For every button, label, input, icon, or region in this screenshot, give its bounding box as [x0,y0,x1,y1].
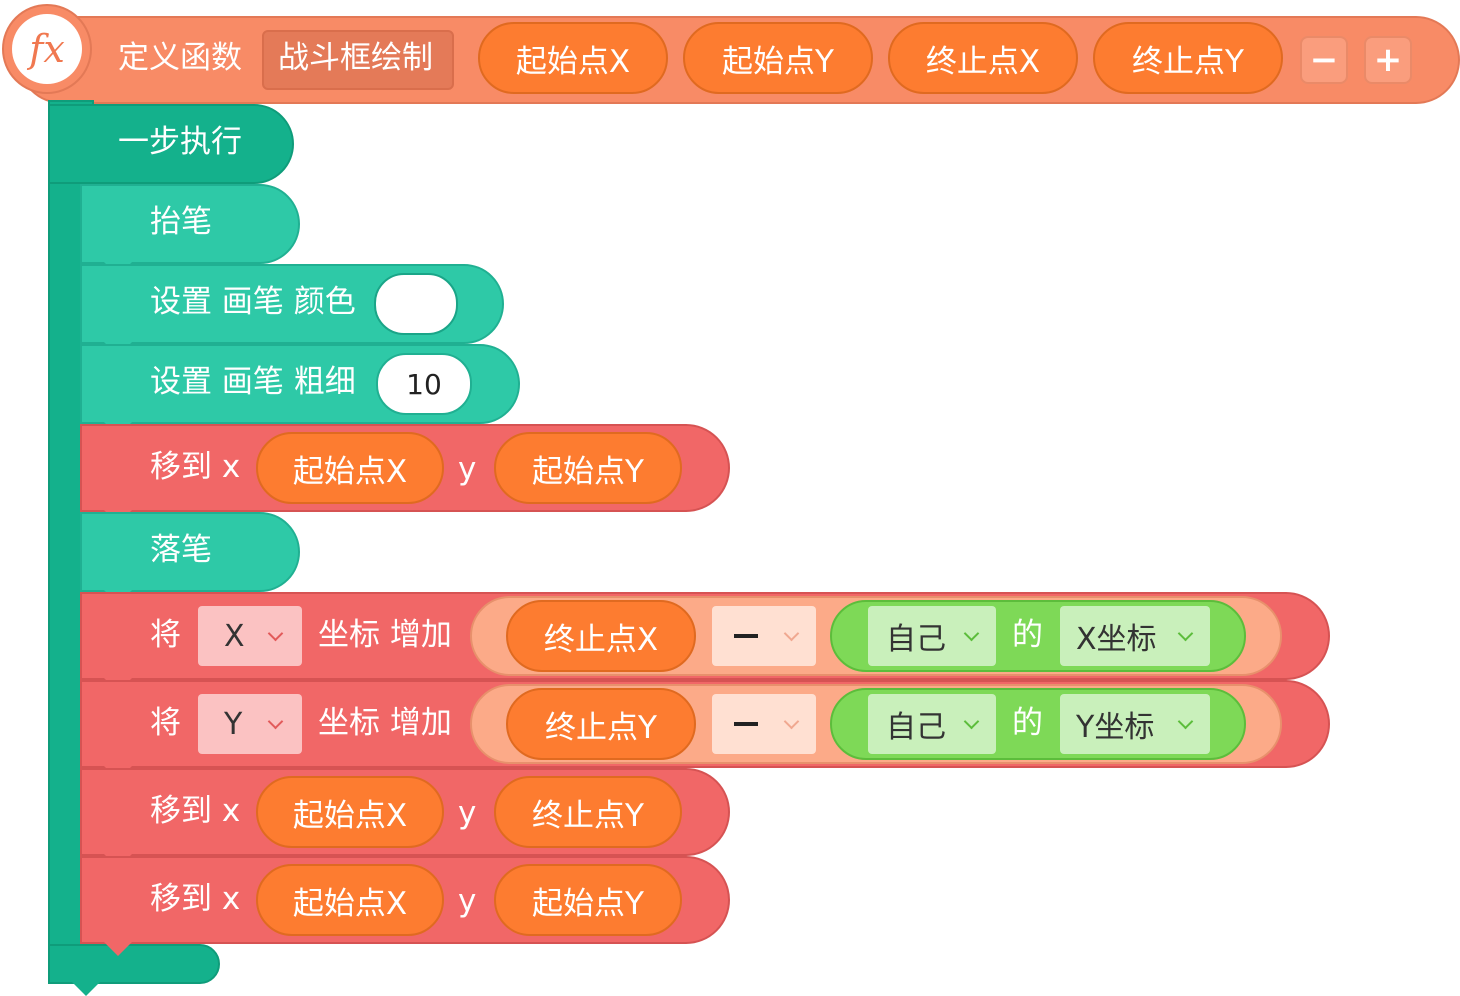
move-y-param[interactable]: 终止点Y [494,776,682,848]
axis-y-value: Y [224,706,243,742]
minus-icon [734,634,758,638]
chevron-down-icon [783,625,800,642]
of-label: 的 [1012,705,1043,741]
move-x-param[interactable]: 起始点X [256,864,444,936]
pen-color-swatch[interactable] [374,273,458,335]
move-y-label: y [458,451,477,487]
property-value: Y坐标 [1076,710,1155,745]
atomic-block[interactable] [48,104,294,184]
move-y-param[interactable]: 起始点Y [494,864,682,936]
set-pen-width-label: 设置 画笔 粗细 [150,364,356,400]
property-dropdown[interactable]: Y坐标 [1060,694,1210,754]
chevron-down-icon [963,713,980,730]
move-x-param[interactable]: 起始点X [256,432,444,504]
pen-width-input[interactable]: 10 [376,353,472,415]
change-y-verb: 将 [150,705,181,741]
block-notch [104,942,132,956]
change-y-suffix: 坐标 增加 [318,705,452,741]
param-end-y[interactable]: 终止点Y [1093,22,1283,94]
move-to-label: 移到 x [150,793,241,829]
change-x-verb: 将 [150,617,181,653]
atomic-block-footer [48,944,220,984]
move-y-label: y [458,883,477,919]
chevron-down-icon [267,713,284,730]
chevron-down-icon [1177,625,1194,642]
move-x-param[interactable]: 起始点X [256,776,444,848]
chevron-down-icon [783,713,800,730]
pen-down-label: 落笔 [150,532,212,568]
axis-x-dropdown[interactable]: X [198,606,302,666]
property-value: X坐标 [1076,622,1157,657]
target-dropdown[interactable]: 自己 [868,694,996,754]
move-to-label: 移到 x [150,449,241,485]
move-y-label: y [458,795,477,831]
target-dropdown[interactable]: 自己 [868,606,996,666]
remove-param-button[interactable]: − [1300,36,1348,84]
of-label: 的 [1012,617,1043,653]
chevron-down-icon [1177,713,1194,730]
operand-end-x[interactable]: 终止点X [506,600,696,672]
chevron-down-icon [267,625,284,642]
block-notch [72,982,100,996]
property-dropdown[interactable]: X坐标 [1060,606,1210,666]
pen-down-block[interactable] [80,512,300,592]
pen-up-block[interactable] [80,184,300,264]
pen-up-label: 抬笔 [150,204,212,240]
chevron-down-icon [963,625,980,642]
set-pen-color-label: 设置 画笔 颜色 [150,284,356,320]
define-keyword: 定义函数 [118,40,242,76]
operator-dropdown[interactable] [712,694,816,754]
move-to-label: 移到 x [150,881,241,917]
function-name: 战斗框绘制 [278,40,433,76]
operator-dropdown[interactable] [712,606,816,666]
operand-end-y[interactable]: 终止点Y [506,688,696,760]
add-param-button[interactable]: + [1364,36,1412,84]
change-x-suffix: 坐标 增加 [318,617,452,653]
target-value: 自己 [886,710,946,745]
param-start-x[interactable]: 起始点X [478,22,668,94]
axis-y-dropdown[interactable]: Y [198,694,302,754]
target-value: 自己 [886,622,946,657]
fx-icon: fx [12,14,82,84]
atomic-label: 一步执行 [118,124,242,160]
param-end-x[interactable]: 终止点X [888,22,1078,94]
axis-x-value: X [224,618,245,654]
minus-icon [734,722,758,726]
param-start-y[interactable]: 起始点Y [683,22,873,94]
function-name-field[interactable] [262,30,454,90]
move-y-param[interactable]: 起始点Y [494,432,682,504]
